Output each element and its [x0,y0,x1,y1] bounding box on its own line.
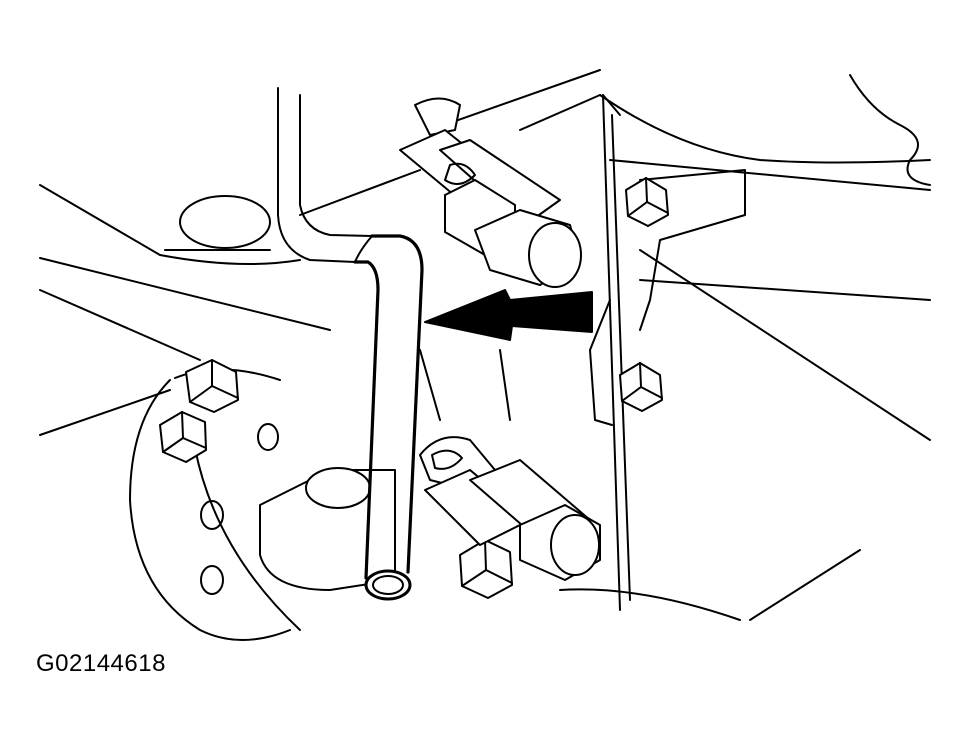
upper-fitting [399,97,582,288]
flange-plate [589,94,746,611]
bolt [625,177,669,227]
lower-fitting [419,349,601,581]
sensor-cylinder [259,467,396,591]
figure-id-label: G02144618 [36,650,166,677]
bolt [159,411,207,463]
background-frame-lines [39,94,931,621]
vent-pipe [353,234,424,601]
housing-port [179,195,271,249]
arrow-left-icon [424,289,593,341]
corner-detail [849,74,931,186]
bolt [459,539,513,599]
bolt [185,359,239,413]
upper-housing [159,69,601,265]
bolt [619,362,663,412]
round-flange [129,368,301,641]
